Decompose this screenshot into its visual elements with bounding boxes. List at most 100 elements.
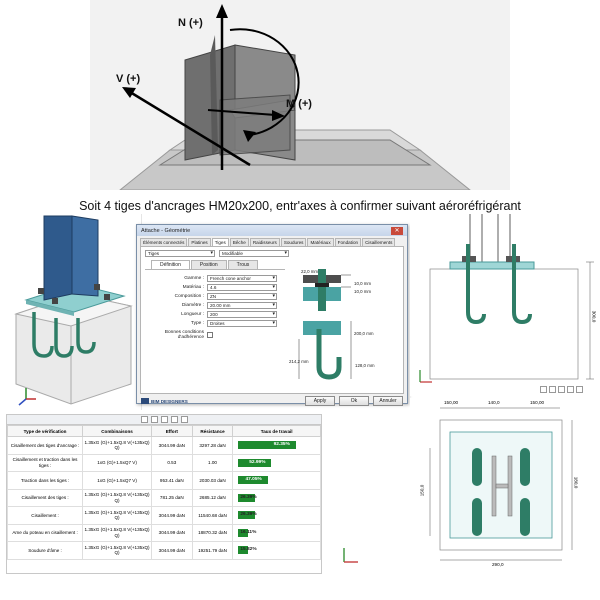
- table-row[interactable]: Cisaillement et traction dans les tiges …: [6, 453, 321, 472]
- axis-n-label: N (+): [178, 17, 203, 29]
- cell-type: Soudure d'âme :: [6, 541, 84, 560]
- cell-effort: 781.25 daN: [150, 488, 193, 507]
- apply-button[interactable]: Apply: [305, 396, 335, 406]
- gamme-label: Gamme :: [184, 276, 204, 281]
- subtab-position[interactable]: Position: [190, 260, 227, 269]
- mode-select[interactable]: Modifiable: [219, 250, 289, 257]
- cell-type: Cisaillement :: [6, 506, 84, 525]
- column-moment-illustration: N (+) V (+) M (+): [90, 0, 510, 191]
- dialog-footer: BIM DESIGNERS Apply Ok Annuler: [137, 394, 407, 408]
- copy-icon[interactable]: [160, 416, 168, 423]
- logo-icon: [141, 398, 149, 404]
- attache-geometry-dialog: Attache - Géométrie ✕ Éléments connectés…: [136, 224, 408, 406]
- definition-form: Gamme :French cone anchor Matériau :4.6 …: [145, 269, 285, 340]
- table-row[interactable]: Traction dans les tiges :1xG (G)+1.5xQ7 …: [6, 471, 321, 490]
- elevation-drawing-view[interactable]: 300,0: [410, 214, 600, 396]
- cell-combo: 1.35xG (G)+1.5xQ.8 V(+135xQ) Q): [82, 506, 152, 525]
- cell-type: Cisaillement et traction dans les tiges …: [6, 453, 84, 472]
- table-row[interactable]: Ame du poteau en cisaillement :1.35xG (G…: [6, 523, 321, 542]
- cell-combo: 1.35xG (G)+1.5xQ.8 V(+135xQ) Q): [82, 436, 152, 455]
- gamme-select[interactable]: French cone anchor: [207, 275, 277, 282]
- cell-ratio: 26.39%: [232, 506, 321, 525]
- settings-icon[interactable]: [180, 416, 188, 423]
- view-icon-4[interactable]: [567, 386, 574, 393]
- elevation-drawing: [419, 214, 594, 383]
- tab-elements[interactable]: Éléments connectés: [140, 238, 188, 246]
- cell-type: Traction dans les tiges :: [6, 471, 84, 490]
- cancel-button[interactable]: Annuler: [373, 396, 403, 406]
- cell-type: Cisaillement des tiges :: [6, 488, 84, 507]
- verification-table: Type de vérification Combinaisons Effort…: [6, 425, 321, 560]
- tab-fondation[interactable]: Fondation: [334, 238, 362, 246]
- bim-designers-logo: BIM DESIGNERS: [141, 398, 188, 404]
- tab-platines[interactable]: Platines: [188, 238, 211, 246]
- subtab-definition[interactable]: Définition: [151, 260, 190, 269]
- ratio-text: 15.82%: [240, 547, 257, 553]
- column-base-drawing: [118, 4, 472, 191]
- subtab-trous[interactable]: Trous: [227, 260, 259, 269]
- adherence-checkbox[interactable]: [207, 331, 213, 338]
- cell-ratio: 47.05%: [232, 471, 321, 490]
- tab-beche[interactable]: Bêche: [229, 238, 249, 246]
- tab-soudures[interactable]: Soudures: [280, 238, 307, 246]
- table-row[interactable]: Cisaillement :1.35xG (G)+1.5xQ.8 V(+135x…: [6, 506, 321, 525]
- dialog-titlebar[interactable]: Attache - Géométrie ✕: [137, 225, 407, 236]
- ok-button[interactable]: Ok: [339, 396, 369, 406]
- cell-resistance: 1.00: [191, 453, 234, 472]
- table-toolbar: [7, 415, 321, 425]
- plan-drawing-view[interactable]: 150,00 140,0 150,00 180,0 150,0 290,0: [410, 398, 600, 574]
- ratio-bar: [238, 511, 255, 520]
- composition-label: Composition :: [174, 294, 204, 299]
- tab-cisaillements[interactable]: Cisaillements: [362, 238, 396, 246]
- tab-tiges[interactable]: Tiges: [211, 238, 229, 246]
- ratio-bar: [238, 528, 249, 537]
- col-resistance: Résistance: [191, 425, 234, 437]
- ratio-text: 52.99%: [249, 459, 266, 465]
- cell-effort: 0.53: [150, 453, 193, 472]
- dim-d3: 10,0 mm: [354, 289, 372, 294]
- tab-materiaux[interactable]: Matériaux: [307, 238, 334, 246]
- close-button[interactable]: ✕: [391, 226, 403, 235]
- cell-ratio: 92.35%: [232, 436, 321, 455]
- materiau-select[interactable]: 4.6: [207, 284, 277, 291]
- composition-select[interactable]: ZN: [207, 293, 277, 300]
- plan-dim-right: 180,0: [573, 476, 579, 489]
- 3d-model-view[interactable]: [6, 214, 142, 410]
- adherence-label: Bonnes conditions d'adhérence: [164, 329, 204, 340]
- type-select[interactable]: Tiges: [145, 250, 215, 257]
- table-row[interactable]: Soudure d'âme :1.35xG (G)+1.5xQ.8 V(+135…: [6, 541, 321, 560]
- view-icon-5[interactable]: [576, 386, 583, 393]
- view-icon-3[interactable]: [558, 386, 565, 393]
- plan-dim-top-2: 140,0: [488, 400, 500, 405]
- type-field-select[interactable]: Droites: [207, 320, 277, 327]
- view-icon-2[interactable]: [549, 386, 556, 393]
- plan-drawing: [429, 407, 573, 561]
- logo-text: BIM DESIGNERS: [151, 398, 188, 404]
- verification-panel: Type de vérification Combinaisons Effort…: [6, 414, 322, 574]
- tab-raidisseurs[interactable]: Raidisseurs: [249, 238, 280, 246]
- table-row[interactable]: Cisaillement des tiges d'ancrage :1.35xG…: [6, 436, 321, 455]
- cell-resistance: 2685.12 daN: [191, 488, 234, 507]
- plan-dim-top-3: 150,00: [530, 400, 545, 405]
- ratio-bar: [238, 441, 296, 450]
- col-combinaisons: Combinaisons: [82, 425, 152, 437]
- elevation-height-dim: 300,0: [591, 310, 597, 323]
- 3d-base-render: [14, 215, 133, 406]
- print-icon[interactable]: [140, 416, 148, 423]
- diametre-select[interactable]: 20.00 mm: [207, 302, 277, 309]
- table-row[interactable]: Cisaillement des tiges :1.35xG (G)+1.5xQ…: [6, 488, 321, 507]
- plan-dim-top-1: 150,00: [444, 400, 459, 405]
- longueur-select[interactable]: 200: [207, 311, 277, 318]
- ratio-text: 92.35%: [273, 442, 290, 448]
- ratio-text: 26.39%: [240, 494, 257, 500]
- save-icon[interactable]: [150, 416, 158, 423]
- cell-resistance: 18870.32 daN: [191, 523, 234, 542]
- dim-d6: 128,0 mm: [355, 363, 375, 368]
- cell-type: Ame du poteau en cisaillement :: [6, 523, 84, 542]
- view-icon-1[interactable]: [540, 386, 547, 393]
- plan-dim-bottom: 290,0: [492, 562, 504, 567]
- tab-panel: Tiges Modifiable Définition Position Tro…: [140, 246, 404, 394]
- export-icon[interactable]: [170, 416, 178, 423]
- cell-effort: 3044.99 daN: [150, 506, 193, 525]
- ratio-text: 47.05%: [245, 477, 262, 483]
